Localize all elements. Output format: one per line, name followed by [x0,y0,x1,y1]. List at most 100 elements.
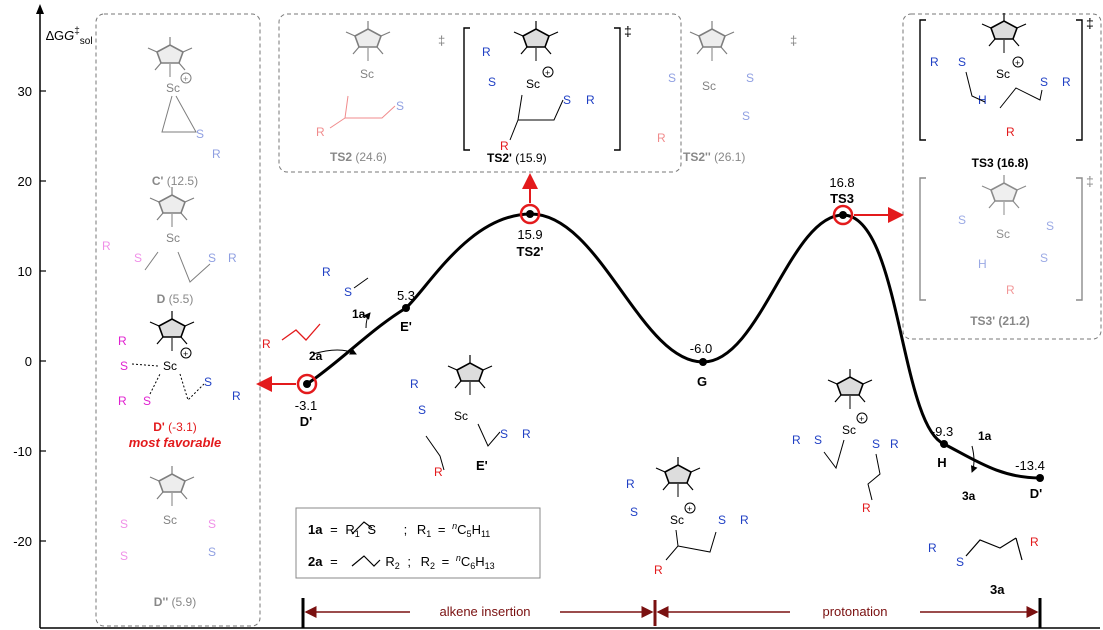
structure-dprime: Sc + S R S R S R [118,310,241,408]
energy-curve [306,212,1041,480]
label-eprime-name: E' [400,319,412,334]
structure-ts2primeprime: Sc S S S R ‡ [657,20,797,145]
energy-point-G [699,358,707,366]
svg-text:S: S [208,545,216,559]
svg-text:S: S [956,555,964,569]
structure-d: Sc S R S R [102,186,237,283]
svg-text:S: S [488,75,496,89]
svg-text:R: R [118,334,127,348]
structure-3a-product: R S R [928,535,1039,569]
label-dprime-name: D' [300,414,312,429]
y-tick-label: 10 [18,264,32,279]
svg-text:+: + [859,414,864,424]
structure-2a-reactant: R [262,323,321,351]
svg-text:+: + [183,74,188,84]
svg-text:R: R [1030,535,1039,549]
svg-text:S: S [668,71,676,85]
svg-text:R: R [434,465,443,479]
svg-text:S: S [742,109,750,123]
structure-g: Sc + S R S R R [626,456,749,577]
svg-text:Sc: Sc [360,67,374,81]
svg-text:S: S [814,433,822,447]
svg-text:S: S [134,251,142,265]
label-ts2primeprime: TS2'' (26.1) [683,150,745,164]
svg-text:R: R [228,251,237,265]
structure-h: Sc + R S S R R [792,368,899,515]
svg-text:R: R [1062,75,1071,89]
svg-text:S: S [872,437,880,451]
energy-point-TS2p [526,210,534,218]
label-ts3prime: TS3' (21.2) [970,314,1030,328]
label-ts3-struct: TS3 (16.8) [972,156,1029,170]
svg-text:Sc: Sc [163,359,177,373]
energy-point-Ep [402,304,410,312]
label-add-1a-h: 1a [978,429,992,443]
svg-text:R: R [232,389,241,403]
label-g-name: G [697,374,707,389]
y-tick-label: 30 [18,84,32,99]
svg-text:‡: ‡ [1086,173,1094,189]
svg-text:+: + [183,349,188,359]
svg-text:R: R [890,437,899,451]
svg-text:S: S [120,517,128,531]
svg-text:‡: ‡ [438,33,445,48]
label-add-2a: 2a [309,349,323,363]
label-dprime-value: -3.1 [295,398,317,413]
svg-text:S: S [746,71,754,85]
phase-alkene-insertion: alkene insertion [439,604,530,619]
label-release-1a: 1a [352,307,366,321]
energy-point-Dp [303,380,311,388]
svg-text:+: + [545,68,550,78]
energy-points [303,210,1044,482]
svg-text:R: R [586,93,595,107]
svg-text:S: S [196,127,204,141]
energy-point-Dp2 [1036,474,1044,482]
label-ts3-value: 16.8 [829,175,854,190]
svg-text:R: R [118,394,127,408]
svg-text:S: S [120,359,128,373]
svg-text:Sc: Sc [163,513,177,527]
label-d: D (5.5) [157,292,194,306]
label-ts2prime-name: TS2' [517,244,544,259]
label-cprime: C' (12.5) [152,174,198,188]
svg-text:R: R [410,377,419,391]
structure-ts3: Sc + S R S R H R ‡ [919,12,1094,141]
svg-text:R: R [792,433,801,447]
label-dprime2-name: D' [1030,486,1042,501]
structure-ts2prime: Sc + S R S R R ‡ [463,20,632,153]
y-tick-label: 0 [25,354,32,369]
phase-protonation: protonation [822,604,887,619]
svg-text:‡: ‡ [624,23,632,39]
highlight-ts3 [832,204,854,226]
label-h-value: -9.3 [931,424,953,439]
label-release-3a: 3a [962,489,976,503]
svg-text:S: S [396,99,404,113]
svg-text:R: R [102,239,111,253]
svg-text:R: R [322,265,331,279]
svg-text:R: R [1006,283,1015,297]
left-structures-box [95,13,261,627]
svg-text:Sc: Sc [526,77,540,91]
svg-text:+: + [1015,58,1020,68]
structure-dprimeprime: Sc S S S S [120,465,216,563]
ts3-structures-box [902,13,1102,340]
svg-text:S: S [204,375,212,389]
label-g-value: -6.0 [690,341,712,356]
structure-ts2: Sc S R ‡ [316,20,445,139]
svg-text:H: H [978,257,987,271]
svg-text:S: S [630,505,638,519]
structure-eprime: Sc S R S R R [410,354,531,479]
label-h-name: H [937,455,946,470]
svg-text:‡: ‡ [790,33,797,48]
energy-point-H [940,440,948,448]
svg-text:S: S [208,251,216,265]
svg-text:S: S [418,403,426,417]
svg-text:R: R [740,513,749,527]
svg-text:S: S [1040,75,1048,89]
label-3a-struct: 3a [990,582,1005,597]
svg-text:S: S [718,513,726,527]
svg-text:Sc: Sc [996,227,1010,241]
svg-text:Sc: Sc [842,423,856,437]
svg-text:R: R [522,427,531,441]
